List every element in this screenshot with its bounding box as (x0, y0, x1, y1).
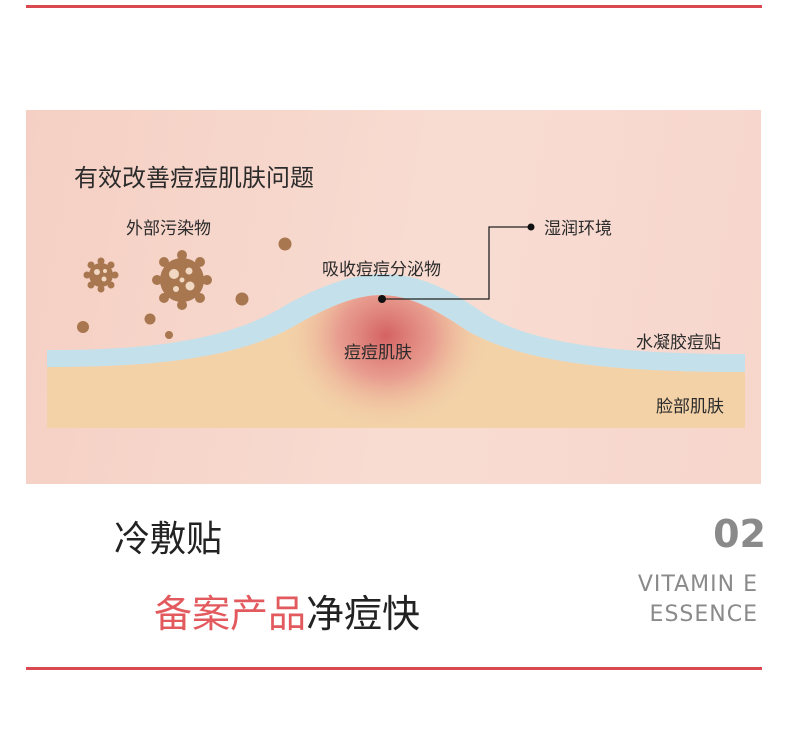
humid-callout-line (382, 226, 531, 300)
subtitle-rest: 净痘快 (306, 592, 421, 636)
pollutant-dot (165, 331, 173, 339)
pollutant-dot (278, 237, 292, 251)
pollutant-particle-medium (83, 257, 119, 293)
diagram-heading: 有效改善痘痘肌肤问题 (74, 164, 314, 192)
label-acne-skin: 痘痘肌肤 (344, 343, 412, 363)
pollutant-dot (235, 292, 249, 306)
label-absorb-secretion: 吸收痘痘分泌物 (322, 260, 441, 280)
product-subtitle: 备案产品净痘快 (154, 583, 420, 638)
callout-dot-start (378, 295, 386, 303)
english-caption-line2: ESSENCE (649, 602, 758, 627)
pollutant-particle-large (152, 250, 212, 310)
label-facial-skin: 脸部肌肤 (656, 397, 724, 417)
label-external-pollutants: 外部污染物 (126, 219, 211, 239)
label-humid-environment: 湿润环境 (544, 219, 612, 239)
callout-dot-end (527, 223, 535, 231)
section-number: 02 (713, 512, 766, 556)
top-divider (26, 5, 762, 8)
label-hydrogel-patch: 水凝胶痘贴 (636, 333, 721, 353)
acne-patch-diagram: 有效改善痘痘肌肤问题 外部污染物 吸收痘痘分泌物 湿润环境 痘痘肌肤 水凝胶痘贴… (26, 110, 761, 484)
pollutant-dot (77, 321, 89, 333)
english-caption-line1: VITAMIN E (637, 572, 758, 597)
subtitle-accent: 备案产品 (154, 592, 307, 636)
product-title: 冷敷贴 (114, 519, 223, 560)
bottom-divider (26, 667, 762, 670)
diagram-graphic (47, 223, 745, 428)
pollutant-dot (144, 313, 156, 325)
hydrogel-patch-layer (47, 274, 745, 372)
